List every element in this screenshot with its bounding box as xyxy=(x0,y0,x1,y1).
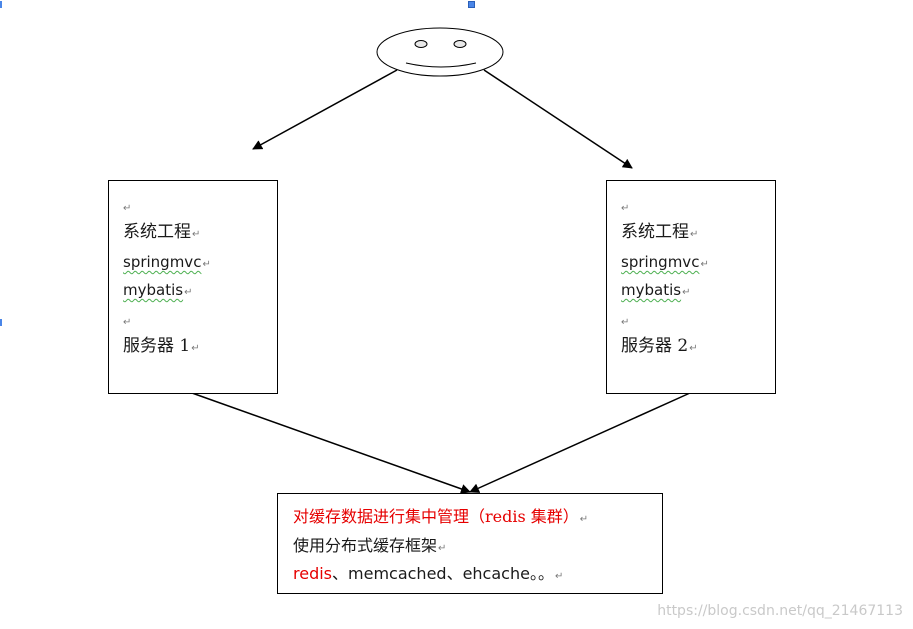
paragraph-mark: ↵ xyxy=(123,203,132,214)
arrow-user-to-server1 xyxy=(252,69,398,150)
server-1-line-mybatis: mybatis↵ xyxy=(123,281,193,299)
arrow-server2-to-cache xyxy=(469,392,691,493)
server-1-line-springmvc: springmvc↵ xyxy=(123,253,211,271)
selection-handle-left-top[interactable] xyxy=(0,1,2,8)
server-2-line-mybatis: mybatis↵ xyxy=(621,281,691,299)
paragraph-mark: ↵ xyxy=(123,317,132,328)
distributed-cache-box[interactable]: 对缓存数据进行集中管理（redis 集群）↵ 使用分布式缓存框架↵ redis、… xyxy=(277,493,663,594)
cache-subtitle: 使用分布式缓存框架↵ xyxy=(293,536,447,555)
cache-title: 对缓存数据进行集中管理（redis 集群）↵ xyxy=(293,507,589,526)
watermark: https://blog.csdn.net/qq_21467113 xyxy=(657,603,903,619)
cache-frameworks: redis、memcached、ehcache。。↵ xyxy=(293,564,564,583)
server-2-line-system: 系统工程↵ xyxy=(621,222,699,242)
server-1-box[interactable]: ↵ 系统工程↵ springmvc↵ mybatis↵ ↵ 服务器 1↵ xyxy=(108,180,278,394)
server-1-label: 服务器 1↵ xyxy=(123,336,200,356)
selection-handle-top[interactable] xyxy=(468,1,475,8)
arrow-server1-to-cache xyxy=(191,392,471,494)
selection-handle-left-middle[interactable] xyxy=(0,319,2,326)
server-2-line-springmvc: springmvc↵ xyxy=(621,253,709,271)
server-1-line-system: 系统工程↵ xyxy=(123,222,201,242)
arrow-user-to-server2 xyxy=(483,69,633,169)
smiley-face-icon[interactable] xyxy=(376,27,504,77)
server-2-box[interactable]: ↵ 系统工程↵ springmvc↵ mybatis↵ ↵ 服务器 2↵ xyxy=(606,180,776,394)
paragraph-mark: ↵ xyxy=(621,317,630,328)
server-2-label: 服务器 2↵ xyxy=(621,336,698,356)
paragraph-mark: ↵ xyxy=(621,203,630,214)
